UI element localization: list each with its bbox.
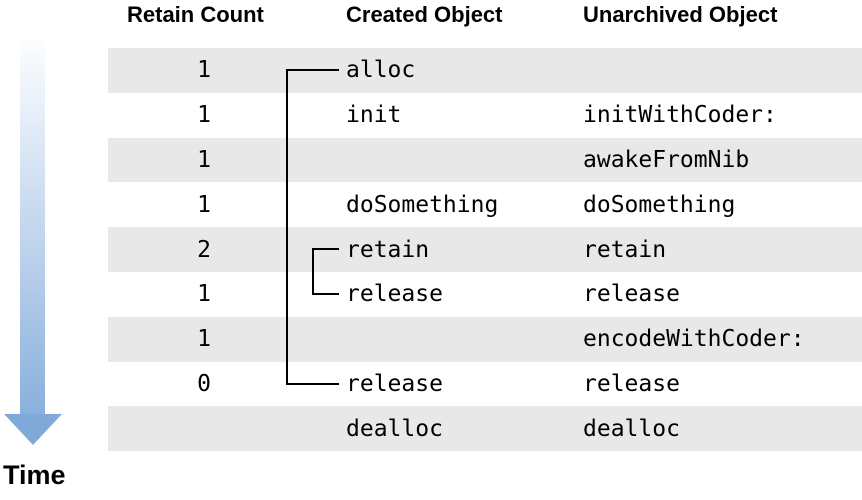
column-header-unarchived-object: Unarchived Object [583,2,778,27]
retain-count-cell: 1 [197,191,211,218]
time-arrow-shaft-icon [20,38,45,415]
table-row-release-2: 0 release release [108,362,862,407]
table-row-dealloc: dealloc dealloc [108,406,862,452]
time-arrow-head-icon [4,414,62,445]
table-row-init: 1 init initWithCoder: [108,93,862,138]
retain-count-cell: 1 [197,281,211,308]
unarchived-object-cell: release [583,281,680,308]
unarchived-object-cell: retain [583,236,667,263]
alloc-release-bracket-bottom-line [286,383,339,385]
time-axis-label: Time [3,460,66,490]
column-header-created-object: Created Object [346,2,503,27]
created-object-cell: release [346,370,443,397]
retain-count-cell: 1 [197,146,211,173]
retain-release-bracket-vertical-line [312,248,314,295]
created-object-cell: release [346,281,443,308]
created-object-cell: init [346,102,402,129]
retain-count-cell: 0 [197,370,211,397]
table-row-awakefromnib: 1 awakeFromNib [108,137,862,183]
unarchived-object-cell: doSomething [583,191,736,218]
table-row-dosomething: 1 doSomething doSomething [108,182,862,227]
unarchived-object-cell: dealloc [583,415,680,442]
retain-count-cell: 1 [197,102,211,129]
retain-count-cell: 2 [197,236,211,263]
table-row-encodewithcoder: 1 encodeWithCoder: [108,316,862,362]
unarchived-object-cell: encodeWithCoder: [583,326,805,353]
retain-count-cell: 1 [197,57,211,84]
alloc-release-bracket-top-line [286,69,339,71]
created-object-cell: dealloc [346,415,443,442]
table-row-retain: 2 retain retain [108,227,862,272]
lifecycle-table: 1 alloc 1 init initWithCoder: 1 awakeFro… [108,48,862,452]
unarchived-object-cell: initWithCoder: [583,102,777,129]
created-object-cell: alloc [346,57,416,84]
table-row-alloc: 1 alloc [108,48,862,93]
retain-count-cell: 1 [197,326,211,353]
column-header-retain-count: Retain Count [127,2,264,27]
retain-release-bracket-top-line [312,248,339,250]
created-object-cell: doSomething [346,191,499,218]
alloc-release-bracket-vertical-line [286,69,288,385]
unarchived-object-cell: awakeFromNib [583,146,750,173]
retain-count-cell [184,406,224,451]
retain-release-bracket-bottom-line [312,293,339,295]
unarchived-object-cell: release [583,370,680,397]
table-row-release-1: 1 release release [108,272,862,317]
created-object-cell: retain [346,236,430,263]
